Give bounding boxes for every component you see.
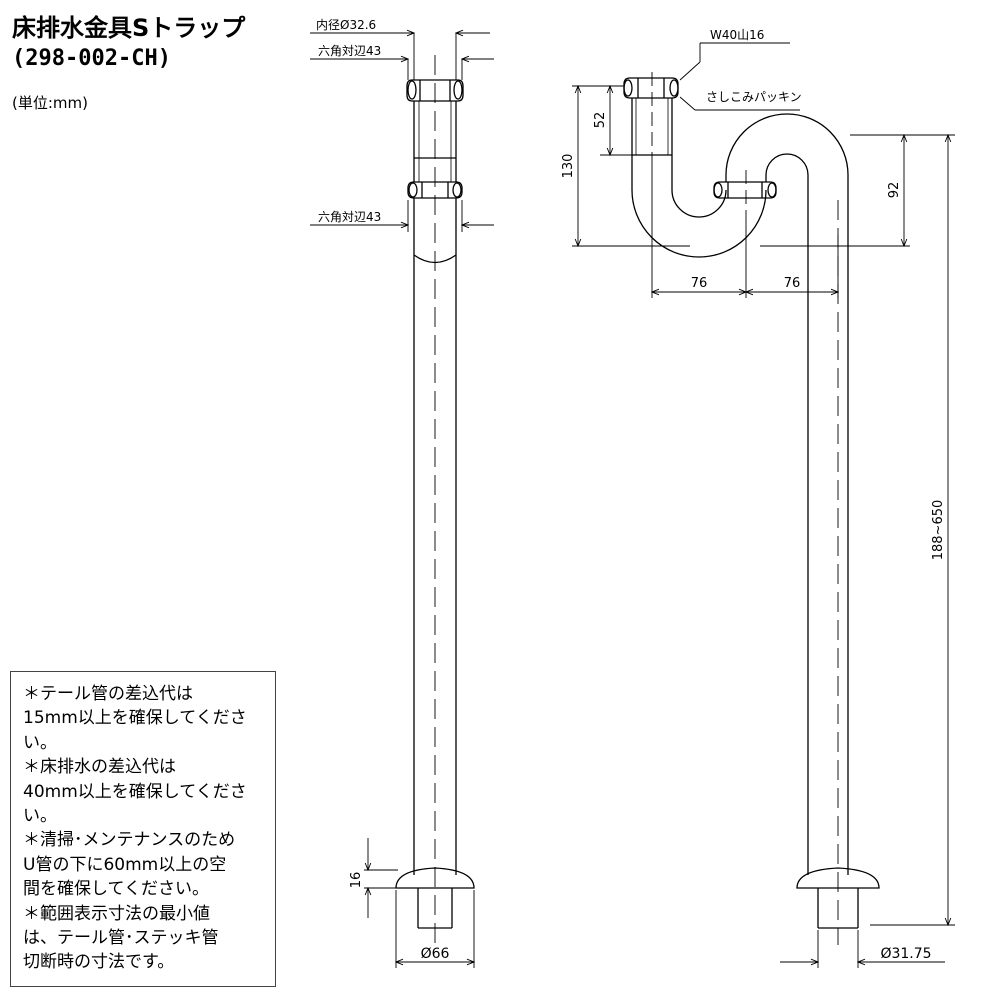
- side-view: [623, 72, 880, 945]
- dim-range-label: 188~650: [931, 500, 946, 561]
- gasket-label: さしこみパッキン: [706, 90, 802, 104]
- note-line: 間を確保してください。: [23, 879, 209, 900]
- unit-label: (単位:mm): [12, 94, 88, 112]
- top-bend-outer: [725, 113, 849, 182]
- page-title: 床排水金具Sトラップ: [12, 14, 246, 42]
- note-line: い。: [23, 806, 57, 827]
- dim-52-label: 52: [593, 112, 608, 129]
- side-mid-nut: [713, 181, 777, 199]
- top-bend-inner: [765, 153, 809, 182]
- note-line: ＊テール管の差込代は: [23, 684, 193, 704]
- note-line: ＊範囲表示寸法の最小値: [23, 903, 210, 924]
- flange-height-label: 16: [349, 872, 364, 889]
- front-view: [395, 55, 475, 945]
- dim-76-right-label: 76: [784, 276, 801, 291]
- flange-diameter-label: Ø66: [421, 946, 450, 962]
- thread-label: W40山16: [710, 28, 764, 42]
- note-line: ＊床排水の差込代は: [23, 757, 176, 778]
- side-flange: [796, 867, 880, 889]
- pipe-diameter-label: Ø31.75: [880, 946, 931, 962]
- note-line: U管の下に60mm以上の空: [23, 854, 227, 875]
- note-line: 15mm以上を確保してくださ: [23, 708, 247, 729]
- note-line: 切断時の寸法です。: [23, 952, 175, 973]
- dim-92-label: 92: [887, 182, 902, 199]
- note-line: ＊清掃･メンテナンスのため: [23, 830, 236, 851]
- hex-mid-label: 六角対辺43: [318, 210, 381, 224]
- notes-box: ＊テール管の差込代は 15mm以上を確保してくださ い。 ＊床排水の差込代は 4…: [10, 671, 276, 987]
- top-hex-nut: [406, 79, 464, 102]
- dim-130-label: 130: [561, 154, 576, 179]
- u-bend-inner: [671, 155, 727, 218]
- side-top-nut: [623, 77, 679, 99]
- dim-76-left-label: 76: [691, 276, 708, 291]
- u-bend-outer: [631, 155, 767, 258]
- note-line: 40mm以上を確保してくださ: [23, 781, 247, 802]
- hex-top-label: 六角対辺43: [318, 44, 381, 58]
- model-number: (298-002-CH): [12, 46, 171, 71]
- note-line: は、テール管･ステッキ管: [23, 928, 219, 949]
- note-line: い。: [23, 732, 57, 753]
- inner-diameter-label: 内径Ø32.6: [316, 18, 376, 32]
